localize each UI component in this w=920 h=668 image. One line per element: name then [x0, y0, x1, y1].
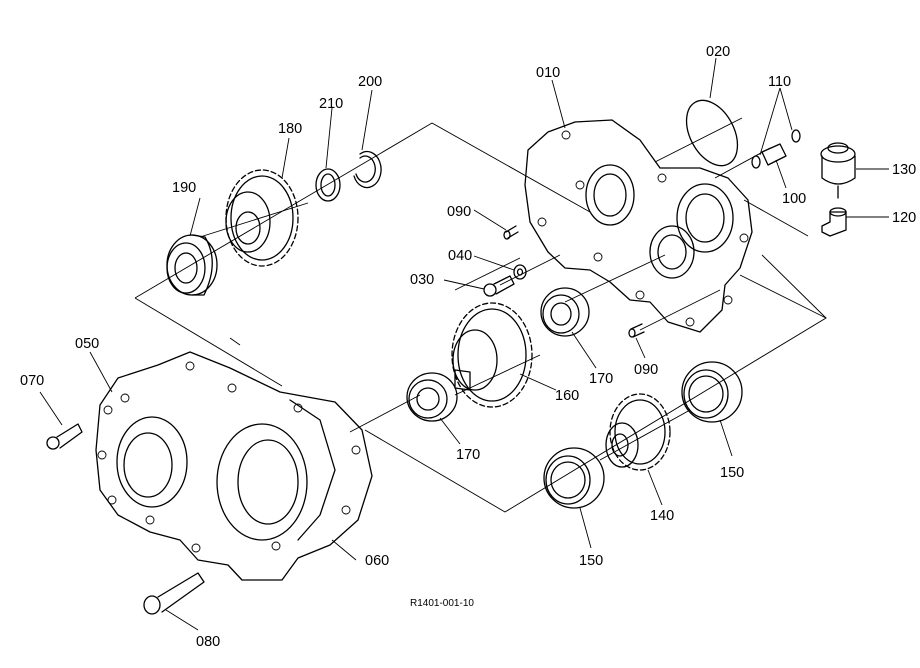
callout-080: 080: [196, 634, 220, 650]
gear-large-upper: [225, 169, 299, 267]
callout-120: 120: [892, 210, 916, 226]
washer-and-bolt: [483, 264, 527, 297]
gear-case-lower: [95, 351, 373, 581]
bearing-lower-mid: [543, 447, 605, 509]
assembly-guide-lines: [134, 117, 827, 513]
bolt-070: [46, 423, 83, 450]
plug-and-seals: [751, 129, 801, 169]
leader-lines: [39, 57, 889, 631]
callout-170-low: 170: [456, 447, 480, 463]
bearing-left: [166, 234, 218, 296]
callout-010: 010: [536, 65, 560, 81]
callout-070: 070: [20, 373, 44, 389]
callout-130: 130: [892, 162, 916, 178]
callout-110: 110: [768, 74, 791, 90]
callout-100: 100: [782, 191, 806, 207]
callout-210: 210: [319, 96, 343, 112]
bolt-080: [143, 572, 205, 615]
callout-090-top: 090: [447, 204, 471, 220]
gear-large-middle: [451, 302, 533, 408]
dowel-pins: [503, 225, 645, 338]
bearing-mid-lower: [406, 372, 458, 422]
callout-140: 140: [650, 508, 674, 524]
callout-190: 190: [172, 180, 196, 196]
callout-060: 060: [365, 553, 389, 569]
o-ring: [685, 99, 739, 167]
drawing-code: R1401-001-10: [410, 598, 474, 609]
callout-020: 020: [706, 44, 730, 60]
gear-small-lower: [605, 393, 671, 471]
thrust-rings: [315, 150, 382, 202]
callout-labels: 010 020 110 100 130 120 090 040 030 090 …: [20, 44, 916, 650]
callout-030: 030: [410, 272, 434, 288]
bearing-mid-upper: [540, 287, 590, 337]
elbow-fitting: [821, 207, 847, 237]
callout-050: 050: [75, 336, 99, 352]
bearing-lower-right: [681, 361, 743, 423]
gear-case-upper: [524, 119, 753, 333]
callout-170-mid: 170: [589, 371, 613, 387]
callout-090-right: 090: [634, 362, 658, 378]
callout-160: 160: [555, 388, 579, 404]
callout-040: 040: [448, 248, 472, 264]
sensor-switch: [820, 142, 856, 199]
callout-150-bottom: 150: [579, 553, 603, 569]
callout-150-right: 150: [720, 465, 744, 481]
callout-200: 200: [358, 74, 382, 90]
callout-180: 180: [278, 121, 302, 137]
